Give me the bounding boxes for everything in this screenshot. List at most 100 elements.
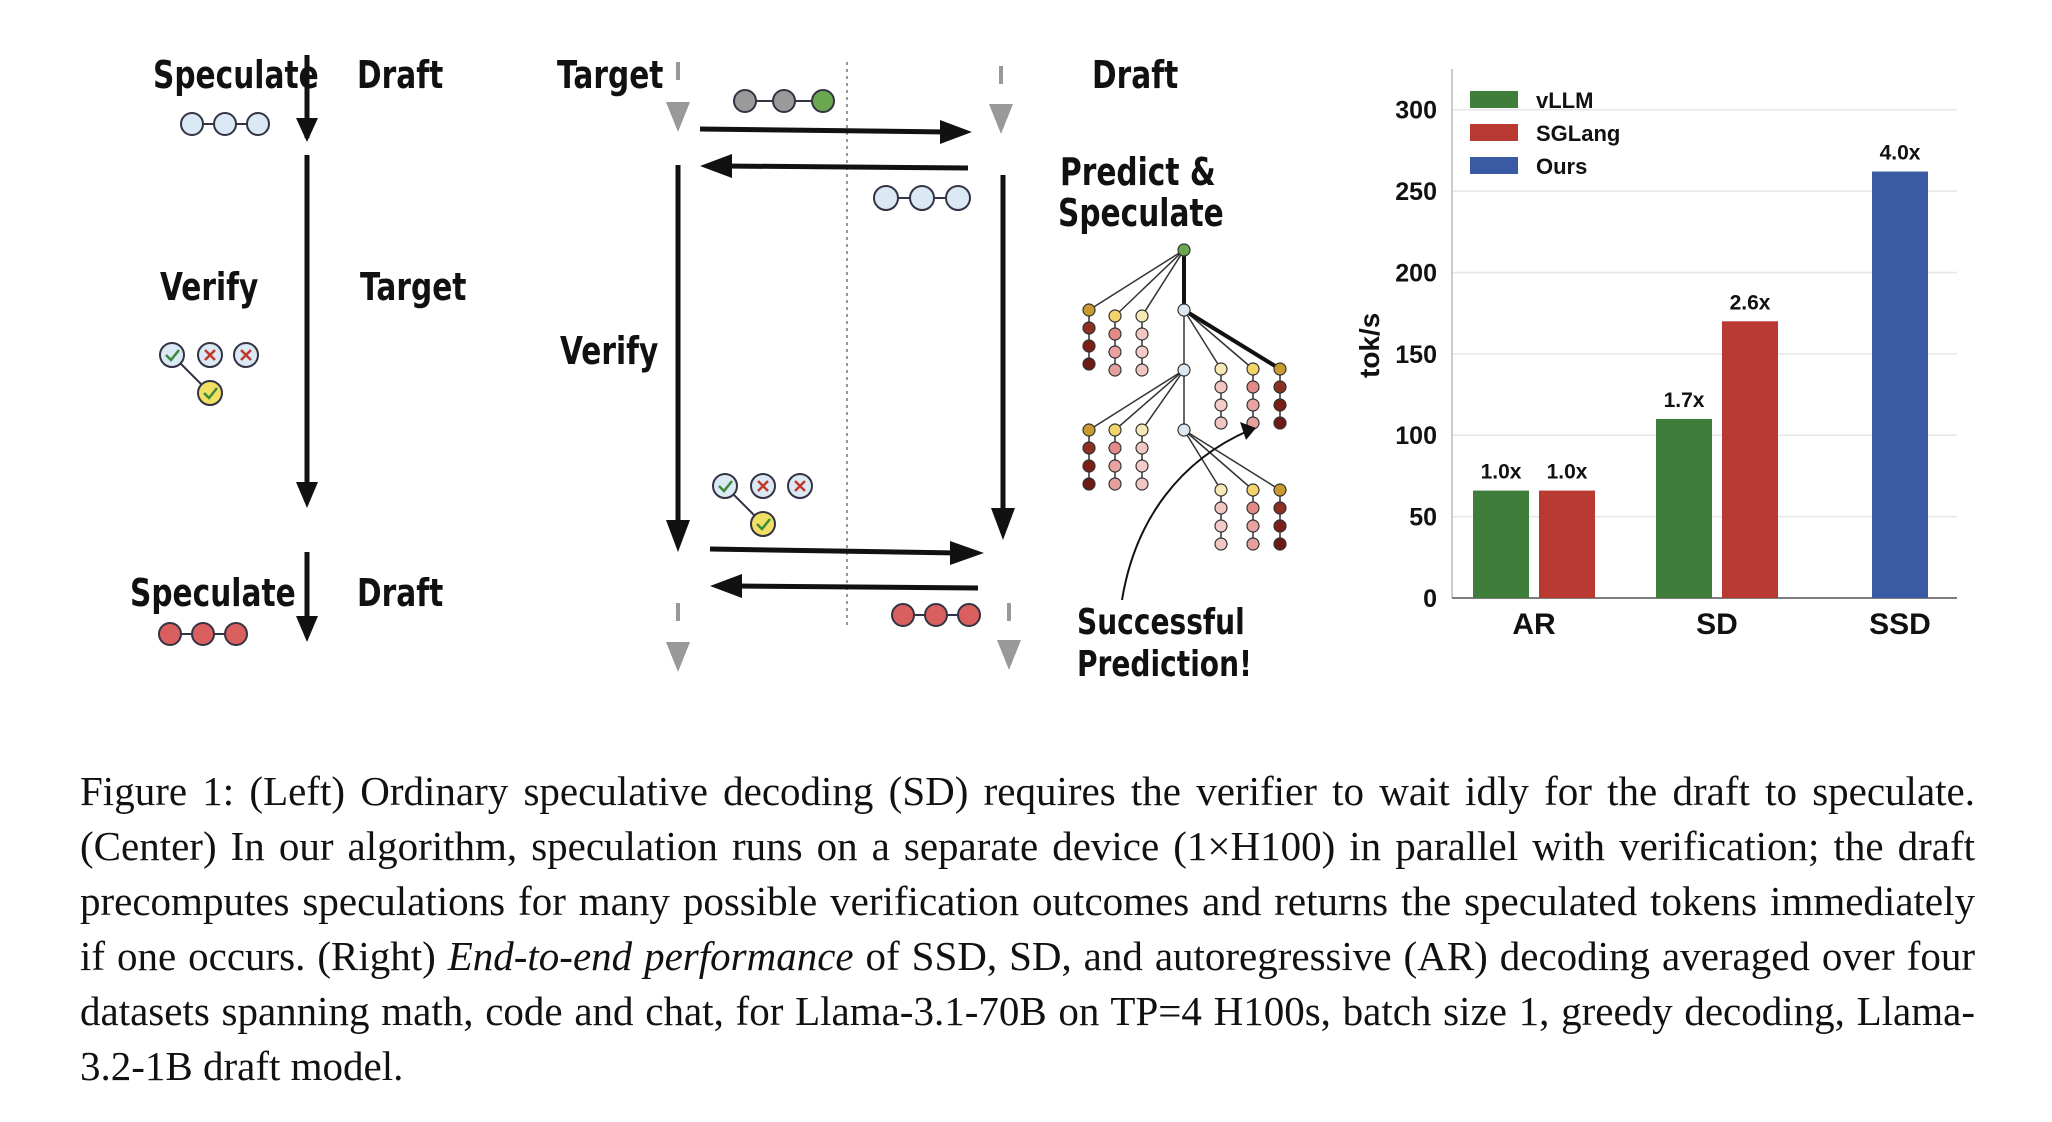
bar-sglang-sd [1722, 321, 1778, 598]
x-tick-label: SD [1696, 608, 1738, 641]
tree-token [1082, 321, 1096, 335]
tree-token [1273, 362, 1287, 376]
y-tick-label: 300 [1395, 97, 1437, 125]
tree-token [1108, 363, 1122, 377]
tree-token [1135, 327, 1149, 341]
center-arrow-to-draft-top [699, 126, 949, 135]
left-speculate-top-label: Speculate [153, 53, 319, 98]
tree-token [1246, 501, 1260, 515]
center-panel: Target Draft [557, 53, 1287, 685]
figure-caption: Figure 1: (Left) Ordinary speculative de… [80, 764, 1975, 1094]
figure-1: Speculate Draft Verify Target Speculate … [130, 53, 1957, 685]
bar-data-label: 1.7x [1664, 389, 1705, 412]
center-predict-line2: Speculate [1058, 191, 1224, 236]
legend-label: Ours [1536, 154, 1587, 179]
caption-text-part1: Figure 1: (Left) Ordinary speculative de… [80, 768, 1975, 979]
left-panel: Speculate Draft Verify Target Speculate … [130, 53, 466, 646]
caption-text-part2: of SSD, SD, and autoregressive (AR) deco… [80, 933, 1975, 1089]
tree-token [1082, 477, 1096, 491]
y-tick-label: 50 [1409, 504, 1437, 532]
tree-token [1214, 416, 1228, 430]
center-success-line2: Prediction! [1077, 643, 1252, 685]
x-tick-label: AR [1512, 608, 1556, 641]
tree-token [1246, 380, 1260, 394]
tree-token [1273, 416, 1287, 430]
tree-token [1214, 398, 1228, 412]
tree-token [1135, 363, 1149, 377]
tree-token [1135, 459, 1149, 473]
left-draft-top-label: Draft [357, 53, 443, 98]
y-tick-label: 0 [1423, 585, 1437, 613]
tree-token [1135, 309, 1149, 323]
center-top-tokens [733, 89, 835, 113]
tree-token [1135, 345, 1149, 359]
center-success-line1: Successful [1077, 601, 1245, 643]
tree-token [1108, 459, 1122, 473]
tree-token [1108, 423, 1122, 437]
tree-token [1082, 441, 1096, 455]
tree-token [1273, 537, 1287, 551]
tree-token [1246, 362, 1260, 376]
tree-token [1246, 483, 1260, 497]
tree-token [1214, 501, 1228, 515]
center-verify-label: Verify [560, 329, 658, 374]
tree-token [1135, 441, 1149, 455]
tree-token [1108, 345, 1122, 359]
bar-vllm-sd [1656, 418, 1712, 598]
x-tick-label: SSD [1869, 608, 1931, 641]
tree-token [1246, 537, 1260, 551]
legend-swatch [1470, 124, 1518, 141]
y-tick-label: 200 [1395, 259, 1437, 287]
tree-token [1135, 423, 1149, 437]
tree-token [1082, 303, 1096, 317]
center-arrow-to-draft-bottom [709, 546, 959, 556]
left-target-label: Target [360, 265, 466, 310]
tree-token [1082, 423, 1096, 437]
y-tick-label: 250 [1395, 178, 1437, 206]
center-draft-tokens-red [891, 603, 981, 627]
tree-token [1108, 441, 1122, 455]
success-pointer-arrow [1121, 429, 1251, 601]
center-verify-tokens [712, 473, 813, 537]
tree-token [1273, 398, 1287, 412]
tree-token [1108, 309, 1122, 323]
y-tick-label: 150 [1395, 341, 1437, 369]
center-arrow-to-target-top [723, 163, 969, 171]
tree-token [1108, 327, 1122, 341]
tree-token [1214, 537, 1228, 551]
tree-token [1108, 477, 1122, 491]
left-verify-label: Verify [160, 265, 258, 310]
tree-token [1082, 339, 1096, 353]
tree-token [1214, 362, 1228, 376]
tree-token [1246, 398, 1260, 412]
legend-swatch [1470, 91, 1518, 108]
chart-x-tick-labels: AR SD SSD [1512, 608, 1931, 641]
tree-token [1214, 519, 1228, 533]
center-predict-line1: Predict & [1060, 150, 1216, 195]
bar-ours-ssd [1872, 171, 1928, 598]
tree-token [1273, 380, 1287, 394]
tree-token [1273, 501, 1287, 515]
tree-token [1214, 380, 1228, 394]
bar-sglang-ar [1539, 490, 1595, 598]
left-verify-tokens [159, 342, 259, 406]
speculation-tree [1082, 243, 1287, 551]
center-gray-markers [666, 62, 1021, 672]
center-draft-label: Draft [1092, 53, 1178, 98]
left-draft-tokens-light [180, 112, 270, 136]
bar-data-label: 4.0x [1880, 142, 1921, 165]
tree-token [1246, 519, 1260, 533]
y-tick-label: 100 [1395, 422, 1437, 450]
tree-token [1273, 519, 1287, 533]
left-speculate-bottom-label: Speculate [130, 571, 296, 616]
bar-data-label: 2.6x [1730, 291, 1771, 314]
tree-token [1082, 357, 1096, 371]
left-draft-bottom-label: Draft [357, 571, 443, 616]
legend-label: SGLang [1536, 121, 1620, 146]
bar-data-label: 1.0x [1481, 461, 1522, 484]
tree-token [1135, 477, 1149, 491]
center-target-label: Target [557, 53, 663, 98]
